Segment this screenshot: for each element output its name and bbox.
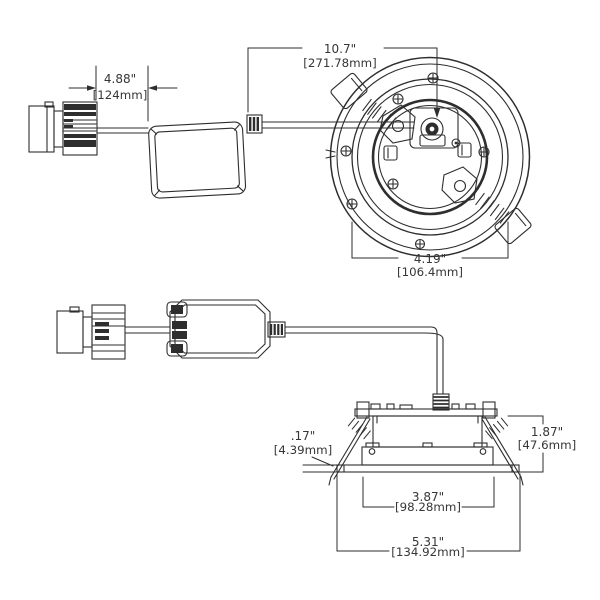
dimension-flange-thickness: [302, 456, 338, 473]
arrow-down-icon: [433, 108, 441, 118]
dim-lead-length-inches: 4.88": [104, 72, 136, 86]
screw-icon: [340, 145, 352, 157]
screw-icon: [392, 93, 404, 105]
dim-fixture-height-inches: 1.87": [531, 425, 563, 439]
knockouts: [383, 142, 472, 161]
downlight-side-view: [328, 393, 524, 486]
dim-housing-diameter-inches: 4.19": [414, 252, 446, 266]
torsion-spring-coil: [475, 192, 510, 224]
dimension-lead-length: [68, 65, 178, 122]
dim-flange-thickness-mm: [4.39mm]: [274, 443, 332, 457]
clip-bracket-left: [356, 401, 370, 419]
junction-box-top: [148, 121, 247, 199]
lead-wire-bottom-left: [124, 326, 171, 334]
screw-icon: [478, 146, 490, 158]
dim-lens-width-inches: 3.87": [412, 490, 444, 504]
spring-clip-arm-left: [328, 416, 371, 486]
fixture-strain-relief: [432, 393, 450, 411]
trim-flange: [336, 464, 520, 473]
driver-housing: [372, 415, 483, 448]
housing-ring-outer: [351, 78, 509, 236]
plug-fins: [95, 322, 109, 340]
dim-fixture-height-mm: [47.6mm]: [518, 438, 576, 452]
dim-overall-length-inches: 10.7": [324, 42, 356, 56]
lens-module: [361, 446, 494, 466]
junction-box-bottom: [166, 299, 286, 359]
screw-icon: [387, 178, 399, 190]
strain-relief-fitting-top: [246, 114, 263, 134]
dimension-fixture-height: [507, 415, 544, 473]
torsion-spring-coil: [362, 98, 397, 130]
strain-relief-fitting-bottom: [267, 321, 286, 338]
mounting-brackets: [166, 301, 188, 357]
dimension-trim-diameter: [336, 473, 521, 552]
mounting-plate: [354, 408, 498, 417]
quick-connect-plug-bottom: [56, 304, 126, 360]
dimension-lens-width: [362, 476, 495, 508]
lead-wire-top-right: [261, 121, 415, 129]
dim-trim-diameter-mm: [134.92mm]: [391, 545, 464, 559]
dim-overall-length-mm: [271.78mm]: [303, 56, 376, 70]
housing-ring-inner: [356, 83, 504, 231]
dim-lens-width-mm: [98.28mm]: [395, 500, 461, 514]
plug-fins: [64, 104, 96, 147]
trim-ring-inner: [336, 63, 524, 251]
arrow-left-icon: [148, 85, 157, 91]
dim-flange-thickness-inches: .17": [291, 429, 316, 443]
arrow-right-icon: [87, 85, 96, 91]
dim-lead-length-mm: [124mm]: [93, 88, 148, 102]
dimension-overall-length: [247, 47, 441, 118]
clip-bracket-right: [482, 401, 496, 419]
wire-entry-box: [409, 107, 459, 149]
dim-trim-diameter-inches: 5.31": [412, 535, 444, 549]
dim-housing-diameter-mm: [106.4mm]: [397, 265, 463, 279]
quick-connect-plug-top: [28, 101, 98, 156]
trim-ring-outer: [329, 56, 531, 258]
mounting-screws: [340, 72, 490, 250]
screw-icon: [414, 238, 426, 250]
lead-wire-bottom-right: [284, 326, 444, 395]
dimension-housing-diameter: [351, 221, 509, 259]
downlight-back-view: [325, 56, 532, 258]
screw-icon: [427, 72, 439, 84]
spring-clip-lower-right: [441, 166, 532, 245]
spring-clip-upper-left: [330, 72, 416, 144]
back-plate-inner-ring: [377, 104, 483, 210]
screw-icon: [346, 198, 358, 210]
back-plate-ring: [371, 98, 489, 216]
lead-wire-top-left: [96, 127, 149, 134]
